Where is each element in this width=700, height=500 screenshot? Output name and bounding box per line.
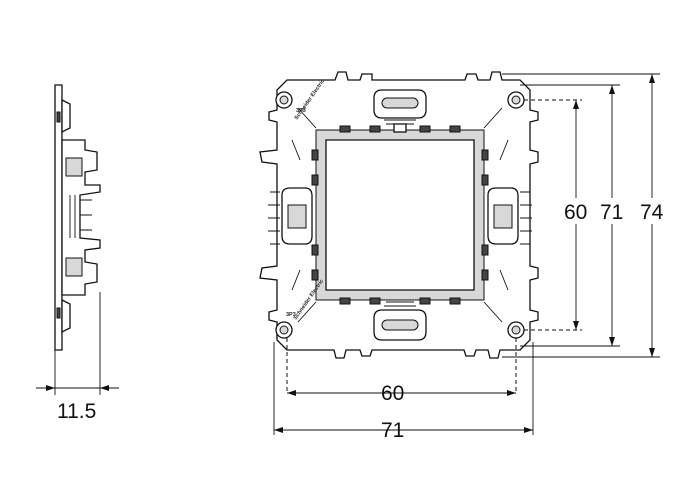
side-depth-dimension: 11.5 <box>36 292 119 423</box>
arrow-head <box>649 74 655 83</box>
arrow-head <box>274 427 283 433</box>
arrow-head <box>609 337 615 346</box>
arrow-head <box>46 385 55 391</box>
arrow-head <box>573 100 579 109</box>
arrow-head <box>649 348 655 357</box>
corner-code-top: 3P3 <box>296 108 306 114</box>
arrow-head <box>287 390 296 396</box>
overall-width-dimension: 71 <box>273 342 534 442</box>
overall-height-dimension: 74 <box>502 73 666 358</box>
dim-label-depth: 11.5 <box>57 400 96 423</box>
arrow-head <box>573 321 579 330</box>
dim-label-hole-spacing-h: 60 <box>381 382 404 405</box>
corner-code-bottom: 3P3 <box>286 312 296 318</box>
arrow-head <box>100 385 109 391</box>
hole-spacing-horizontal-dimension: 60 <box>286 338 517 405</box>
arrow-head <box>609 85 615 94</box>
dim-label-overall-height: 74 <box>640 201 664 224</box>
hole-spacing-vertical-dimension: 60 <box>524 99 590 331</box>
dim-label-hole-spacing-v: 60 <box>564 201 587 224</box>
dim-label-plate-height: 71 <box>600 201 623 224</box>
arrow-head <box>524 427 533 433</box>
arrow-head <box>507 390 516 396</box>
plate-height-dimension: 71 <box>520 84 626 347</box>
side-view <box>54 84 101 351</box>
front-view: Schneider Electric Schneider Electric 3P… <box>259 71 539 359</box>
dim-label-overall-width: 71 <box>381 419 404 442</box>
